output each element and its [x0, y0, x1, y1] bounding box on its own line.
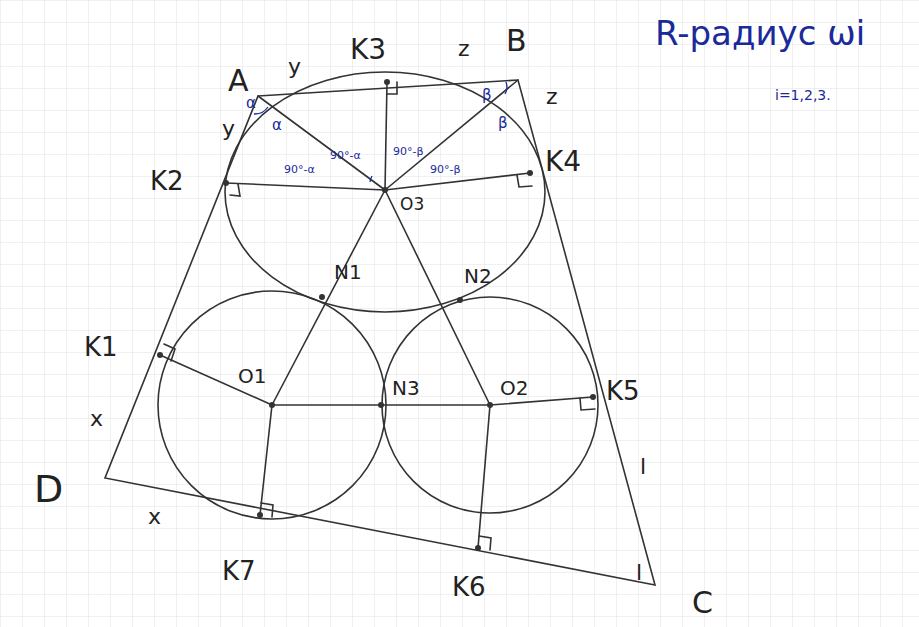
point: [527, 170, 533, 176]
point-label: N3: [392, 378, 420, 398]
center-label: O3: [400, 196, 424, 213]
vertex-label: D: [34, 470, 63, 508]
point-label: K5: [606, 378, 640, 404]
bisector: [385, 80, 518, 190]
center-line: [272, 190, 385, 405]
radius: [385, 173, 530, 190]
radius: [226, 183, 385, 190]
legend-note: R-радиус ωi: [655, 16, 865, 50]
point: [590, 394, 596, 400]
length-label: y: [288, 56, 301, 78]
length-label: x: [148, 506, 161, 528]
point: [157, 352, 163, 358]
bisector: [258, 96, 385, 190]
center-label: O2: [500, 378, 528, 398]
angle-label: α: [272, 118, 282, 133]
vertex-label: C: [692, 588, 713, 618]
point: [475, 545, 481, 551]
vertex-label: A: [228, 66, 249, 96]
radius: [490, 397, 593, 405]
angle-label: 90°-β: [430, 164, 461, 175]
angle-arc: [370, 176, 372, 182]
right-angle-mark: [517, 175, 532, 187]
angle-label: 90°-β: [393, 146, 424, 157]
radius: [160, 355, 272, 405]
length-label: l: [640, 456, 646, 478]
point: [382, 187, 388, 193]
point: [269, 402, 275, 408]
point: [223, 180, 229, 186]
angle-label: β: [482, 88, 492, 103]
angle-label: 90°-α: [284, 164, 315, 175]
point: [319, 294, 325, 300]
point-label: K3: [350, 36, 386, 64]
radius: [260, 405, 272, 515]
angle-arc: [254, 107, 268, 114]
trapezoid: [105, 80, 655, 585]
point-label: K4: [545, 148, 581, 176]
right-angle-mark: [164, 344, 175, 361]
length-label: x: [90, 408, 103, 430]
point-label: N2: [464, 266, 492, 286]
point: [487, 402, 493, 408]
radius: [385, 82, 387, 190]
angle-label: α: [246, 96, 256, 111]
length-label: y: [222, 118, 235, 140]
point: [457, 297, 463, 303]
index-note: i=1,2,3.: [775, 88, 831, 102]
point-label: K2: [150, 168, 184, 194]
length-label: l: [636, 562, 642, 584]
center-label: O1: [238, 366, 266, 386]
angle-label: 90°-α: [330, 150, 361, 161]
angle-arc: [505, 82, 507, 94]
point-label: K7: [222, 558, 256, 584]
point: [257, 512, 263, 518]
vertex-label: B: [506, 26, 527, 56]
point-label: K6: [452, 574, 486, 600]
point-label: K1: [84, 334, 118, 360]
center-line: [385, 190, 490, 405]
length-label: z: [546, 86, 558, 108]
point-label: N1: [334, 262, 362, 282]
radius: [478, 405, 490, 548]
point: [378, 402, 384, 408]
angle-label: β: [498, 116, 508, 131]
point: [384, 79, 390, 85]
length-label: z: [458, 38, 470, 60]
circle-omega3: [225, 72, 545, 312]
right-angle-mark: [230, 184, 240, 196]
